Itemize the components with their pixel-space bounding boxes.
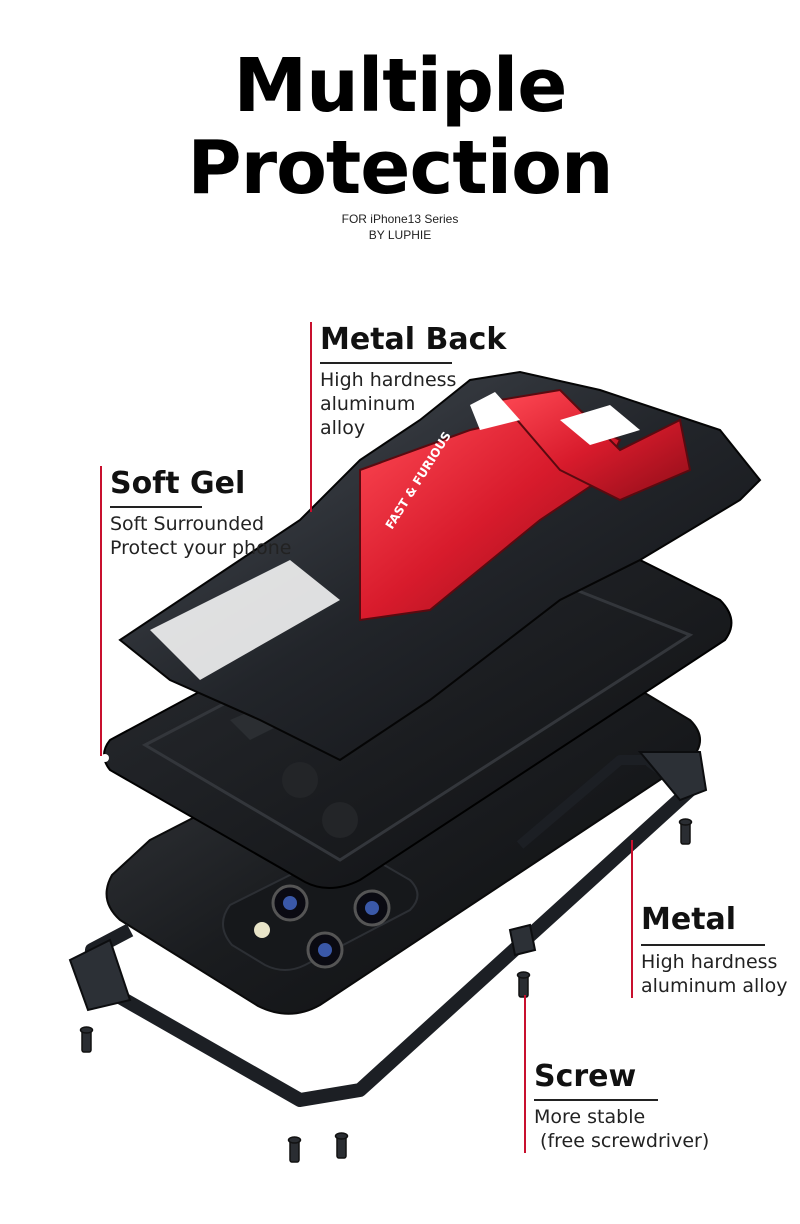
- headline-line-2: Protection: [187, 125, 613, 211]
- callout-metal-line-2: aluminum alloy: [641, 975, 788, 997]
- callout-soft-gel-line-2: Protect your phone: [110, 537, 292, 559]
- metal-back-plate: FAST & FURIOUS: [118, 370, 762, 762]
- exploded-case-illustration: FAST & FURIOUS: [68, 370, 762, 1163]
- callout-screw-line-1: More stable: [534, 1106, 646, 1128]
- callout-metal-line-1: High hardness: [641, 951, 778, 973]
- callout-metal-back-title: Metal Back: [320, 322, 507, 357]
- callout-metal-title: Metal: [641, 902, 737, 937]
- callout-screw-title: Screw: [534, 1059, 637, 1094]
- callout-soft-gel-title: Soft Gel: [110, 466, 246, 501]
- callout-soft-gel-line-1: Soft Surrounded: [110, 513, 265, 535]
- callout-metal-back-line-2: aluminum: [320, 393, 416, 415]
- callout-screw-line-2: (free screwdriver): [534, 1130, 710, 1152]
- screws: [79, 818, 693, 1163]
- callout-metal-back-line-1: High hardness: [320, 369, 457, 391]
- subtitle-brand: BY LUPHIE: [368, 228, 432, 242]
- callout-metal-back-line-3: alloy: [320, 417, 366, 439]
- headline-line-1: Multiple: [233, 43, 568, 129]
- subtitle-series: FOR iPhone13 Series: [341, 212, 459, 226]
